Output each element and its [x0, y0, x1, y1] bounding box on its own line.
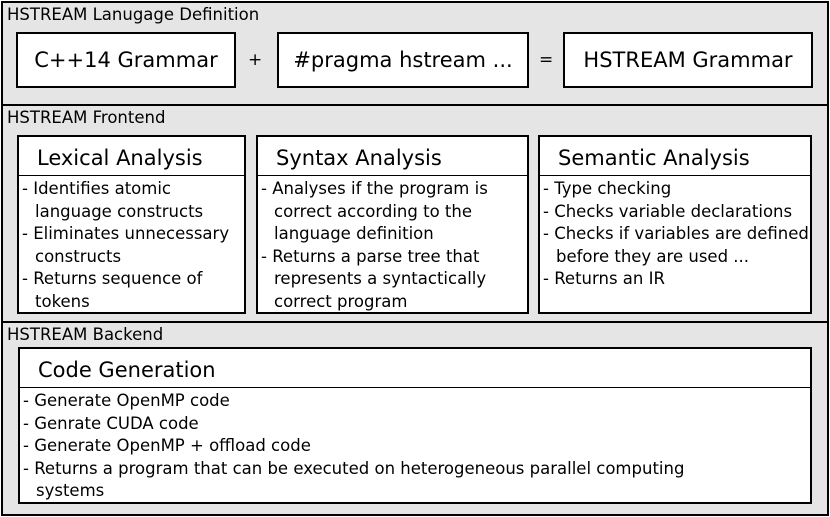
code-generation-heading: Code Generation: [20, 349, 810, 388]
semantic-analysis-heading: Semantic Analysis: [540, 137, 810, 176]
language-definition-panel: HSTREAM Lanugage Definition C++14 Gramma…: [1, 1, 829, 106]
language-definition-title: HSTREAM Lanugage Definition: [7, 5, 260, 24]
plus-operator: +: [248, 50, 263, 70]
syntax-analysis-list: - Analyses if the program is correct acc…: [258, 176, 527, 313]
syntax-analysis-card: Syntax Analysis - Analyses if the progra…: [256, 135, 529, 314]
frontend-title: HSTREAM Frontend: [7, 108, 166, 127]
code-generation-card: Code Generation - Generate OpenMP code -…: [18, 347, 812, 504]
equals-operator: =: [539, 50, 554, 70]
hstream-grammar-box: HSTREAM Grammar: [563, 32, 813, 88]
frontend-panel: HSTREAM Frontend Lexical Analysis - Iden…: [1, 104, 829, 323]
lexical-analysis-list: - Identifies atomic language constructs …: [19, 176, 244, 313]
list-item: - Genrate CUDA code: [23, 413, 199, 433]
list-item: - Returns an IR: [543, 269, 665, 288]
lexical-analysis-heading: Lexical Analysis: [19, 137, 244, 176]
list-item: - Analyses if the program is correct acc…: [261, 179, 488, 243]
lexical-analysis-card: Lexical Analysis - Identifies atomic lan…: [17, 135, 246, 314]
list-item: - Checks if variables are defined before…: [543, 224, 809, 266]
list-item: - Identifies atomic language constructs: [22, 179, 204, 221]
pragma-hstream-box: #pragma hstream ...: [277, 32, 529, 88]
backend-panel: HSTREAM Backend Code Generation - Genera…: [1, 321, 829, 516]
list-item: - Checks variable declarations: [543, 201, 793, 221]
list-item: - Returns a program that can be executed…: [23, 458, 685, 501]
backend-title: HSTREAM Backend: [7, 325, 164, 344]
list-item: - Returns a parse tree that represents a…: [261, 246, 487, 311]
semantic-analysis-card: Semantic Analysis - Type checking - Chec…: [538, 135, 812, 314]
code-generation-list: - Generate OpenMP code - Genrate CUDA co…: [20, 388, 810, 503]
cpp14-grammar-box: C++14 Grammar: [16, 32, 236, 88]
syntax-analysis-heading: Syntax Analysis: [258, 137, 527, 176]
list-item: - Eliminates unnecessary constructs: [22, 224, 230, 266]
list-item: - Generate OpenMP code: [23, 391, 230, 410]
list-item: - Generate OpenMP + offload code: [23, 436, 311, 455]
list-item: - Returns sequence of tokens: [22, 269, 203, 311]
list-item: - Type checking: [543, 179, 672, 198]
semantic-analysis-list: - Type checking - Checks variable declar…: [540, 176, 810, 291]
